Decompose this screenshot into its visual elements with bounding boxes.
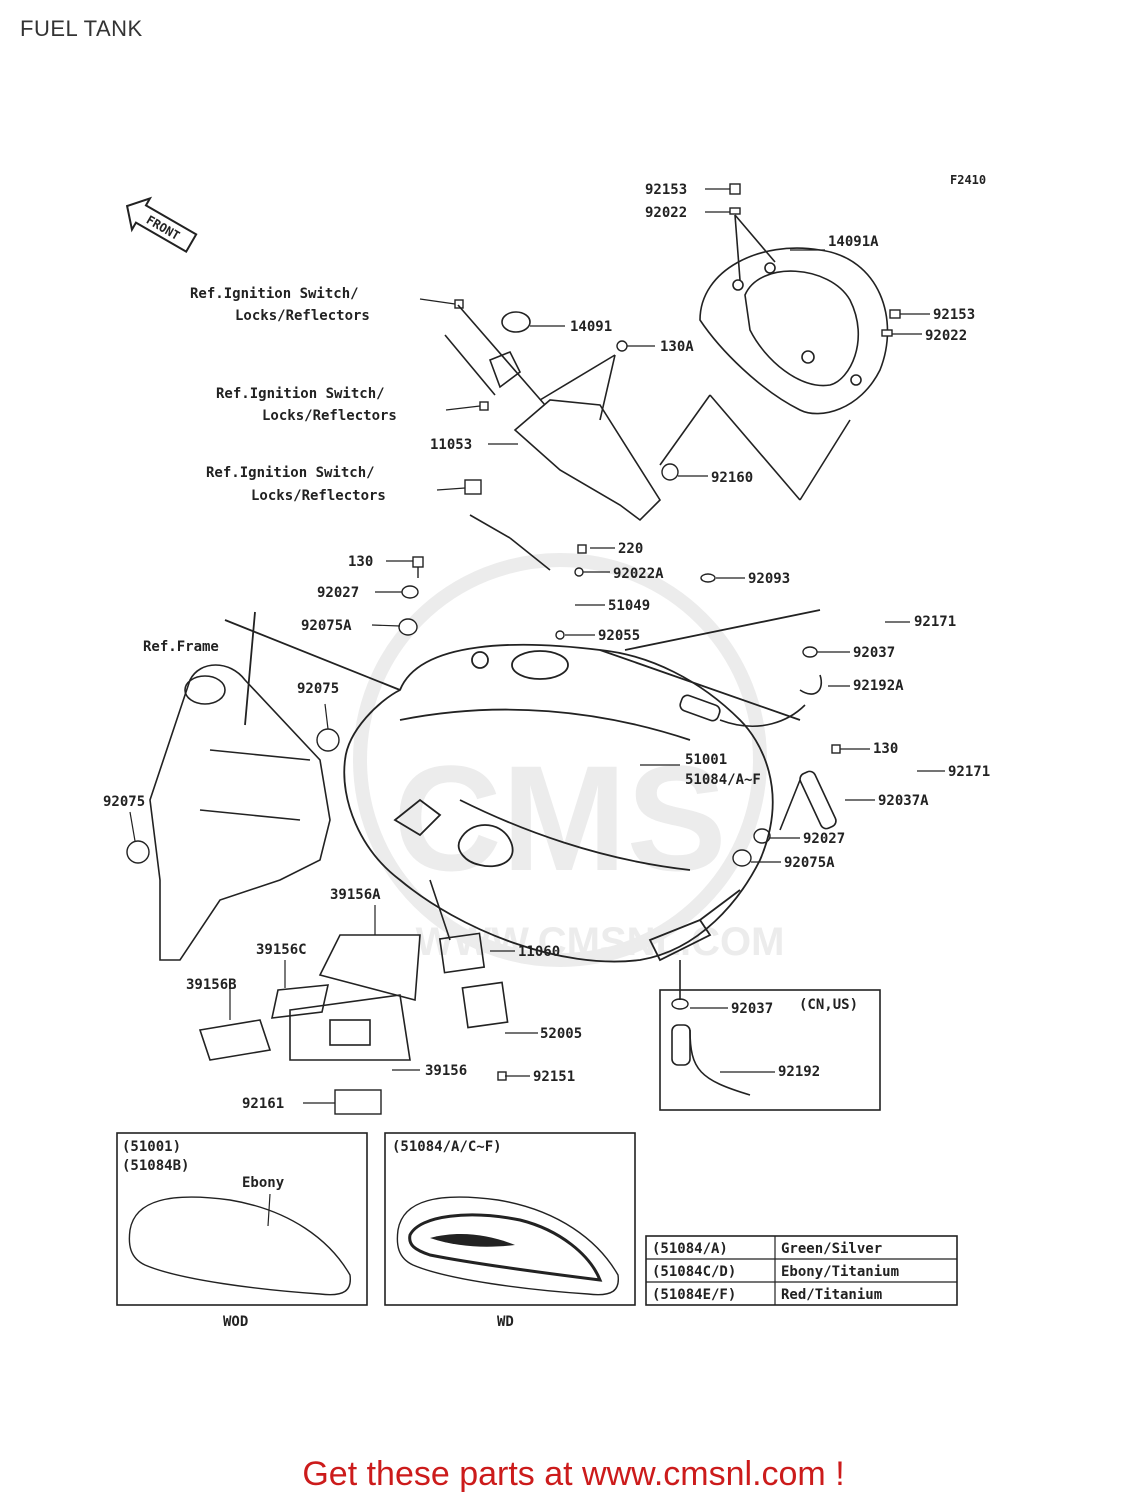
ref-ignition-switch-3: Ref.Ignition Switch/: [206, 465, 375, 481]
fasteners-icon: [126, 183, 901, 1115]
ref-locks-reflectors-1: Locks/Reflectors: [235, 308, 370, 324]
variant-box-wod: (51001) (51084B) Ebony WOD: [116, 1132, 368, 1330]
variant-right-caption: WD: [497, 1314, 514, 1330]
color-table: (51084/A) Green/Silver (51084C/D) Ebony/…: [645, 1235, 958, 1306]
color-table-color-1: Green/Silver: [781, 1241, 882, 1257]
callout-11053: 11053: [430, 437, 472, 453]
variant-left-caption: WOD: [223, 1314, 248, 1330]
callout-92192A: 92192A: [853, 678, 904, 694]
gaskets-and-pads: [198, 879, 509, 1061]
callout-92161: 92161: [242, 1096, 284, 1112]
callout-220: 220: [618, 541, 643, 557]
callout-92022A: 92022A: [613, 566, 664, 582]
color-table-color-2: Ebony/Titanium: [781, 1264, 899, 1280]
callout-92171: 92171: [948, 764, 990, 780]
cn-us-note: (CN,US): [799, 997, 858, 1013]
callout-14091A: 14091A: [828, 234, 879, 250]
callout-51049: 51049: [608, 598, 650, 614]
variant-left-line1: (51001): [122, 1139, 181, 1155]
callout-39156B: 39156B: [186, 977, 237, 993]
hoses: [659, 674, 881, 1111]
ref-frame: Ref.Frame: [143, 639, 219, 655]
watermark-site: WWW.CMSNL.COM: [416, 920, 785, 964]
figure-code: F2410: [950, 173, 986, 187]
callout-39156C: 39156C: [256, 942, 307, 958]
color-table-part-3: (51084E/F): [652, 1287, 736, 1303]
callout-92022: 92022: [645, 205, 687, 221]
callout-52005: 52005: [540, 1026, 582, 1042]
variant-left-line2: (51084B): [122, 1158, 189, 1174]
callout-51084: 51084/A~F: [685, 772, 761, 788]
frame-ref: [149, 664, 331, 961]
callout-92093: 92093: [748, 571, 790, 587]
callout-92160: 92160: [711, 470, 753, 486]
callout-92027: 92027: [317, 585, 359, 601]
page-title: FUEL TANK: [20, 16, 143, 41]
variant-left-color: Ebony: [242, 1175, 285, 1191]
callout-14091: 14091: [570, 319, 612, 335]
callout-130A: 130A: [660, 339, 694, 355]
callout-39156: 39156: [425, 1063, 467, 1079]
callout-130: 130: [873, 741, 898, 757]
callout-92037: 92037: [853, 645, 895, 661]
color-table-part-1: (51084/A): [652, 1241, 728, 1257]
footer-link[interactable]: Get these parts at www.cmsnl.com !: [302, 1455, 845, 1493]
front-arrow-icon: FRONT: [125, 196, 198, 254]
dash-cover-14091A: [699, 214, 889, 415]
callout-92075A: 92075A: [784, 855, 835, 871]
callout-92037A: 92037A: [878, 793, 929, 809]
callout-92192: 92192: [778, 1064, 820, 1080]
callout-92075: 92075: [297, 681, 339, 697]
callout-92037: 92037: [731, 1001, 773, 1017]
callout-92075A: 92075A: [301, 618, 352, 634]
ref-ignition-switch-2: Ref.Ignition Switch/: [216, 386, 385, 402]
callout-92153: 92153: [933, 307, 975, 323]
ignition-parts: [444, 304, 851, 571]
callout-92075: 92075: [103, 794, 145, 810]
callout-130: 130: [348, 554, 373, 570]
callout-92171: 92171: [914, 614, 956, 630]
fuel-tank-51001: [224, 609, 821, 963]
color-table-part-2: (51084C/D): [652, 1264, 736, 1280]
callout-51001: 51001: [685, 752, 727, 768]
callout-92151: 92151: [533, 1069, 575, 1085]
ref-locks-reflectors-2: Locks/Reflectors: [262, 408, 397, 424]
callout-92055: 92055: [598, 628, 640, 644]
callout-labels: 92153 92022 14091A 92153 92022 Ref.Ignit…: [103, 182, 990, 1112]
watermark: CMS WWW.CMSNL.COM: [353, 553, 785, 967]
color-table-color-3: Red/Titanium: [781, 1287, 882, 1303]
callout-92153: 92153: [645, 182, 687, 198]
leader-lines: [129, 188, 945, 1104]
callout-11060: 11060: [518, 944, 560, 960]
variant-right-line1: (51084/A/C~F): [392, 1139, 502, 1155]
callout-92027: 92027: [803, 831, 845, 847]
parts-diagram: CMS WWW.CMSNL.COM F2410 FRONT: [103, 173, 990, 1330]
watermark-brand: CMS: [393, 734, 726, 902]
ref-ignition-switch-1: Ref.Ignition Switch/: [190, 286, 359, 302]
callout-92022: 92022: [925, 328, 967, 344]
variant-box-wd: (51084/A/C~F) WD: [384, 1132, 636, 1330]
callout-39156A: 39156A: [330, 887, 381, 903]
ref-locks-reflectors-3: Locks/Reflectors: [251, 488, 386, 504]
